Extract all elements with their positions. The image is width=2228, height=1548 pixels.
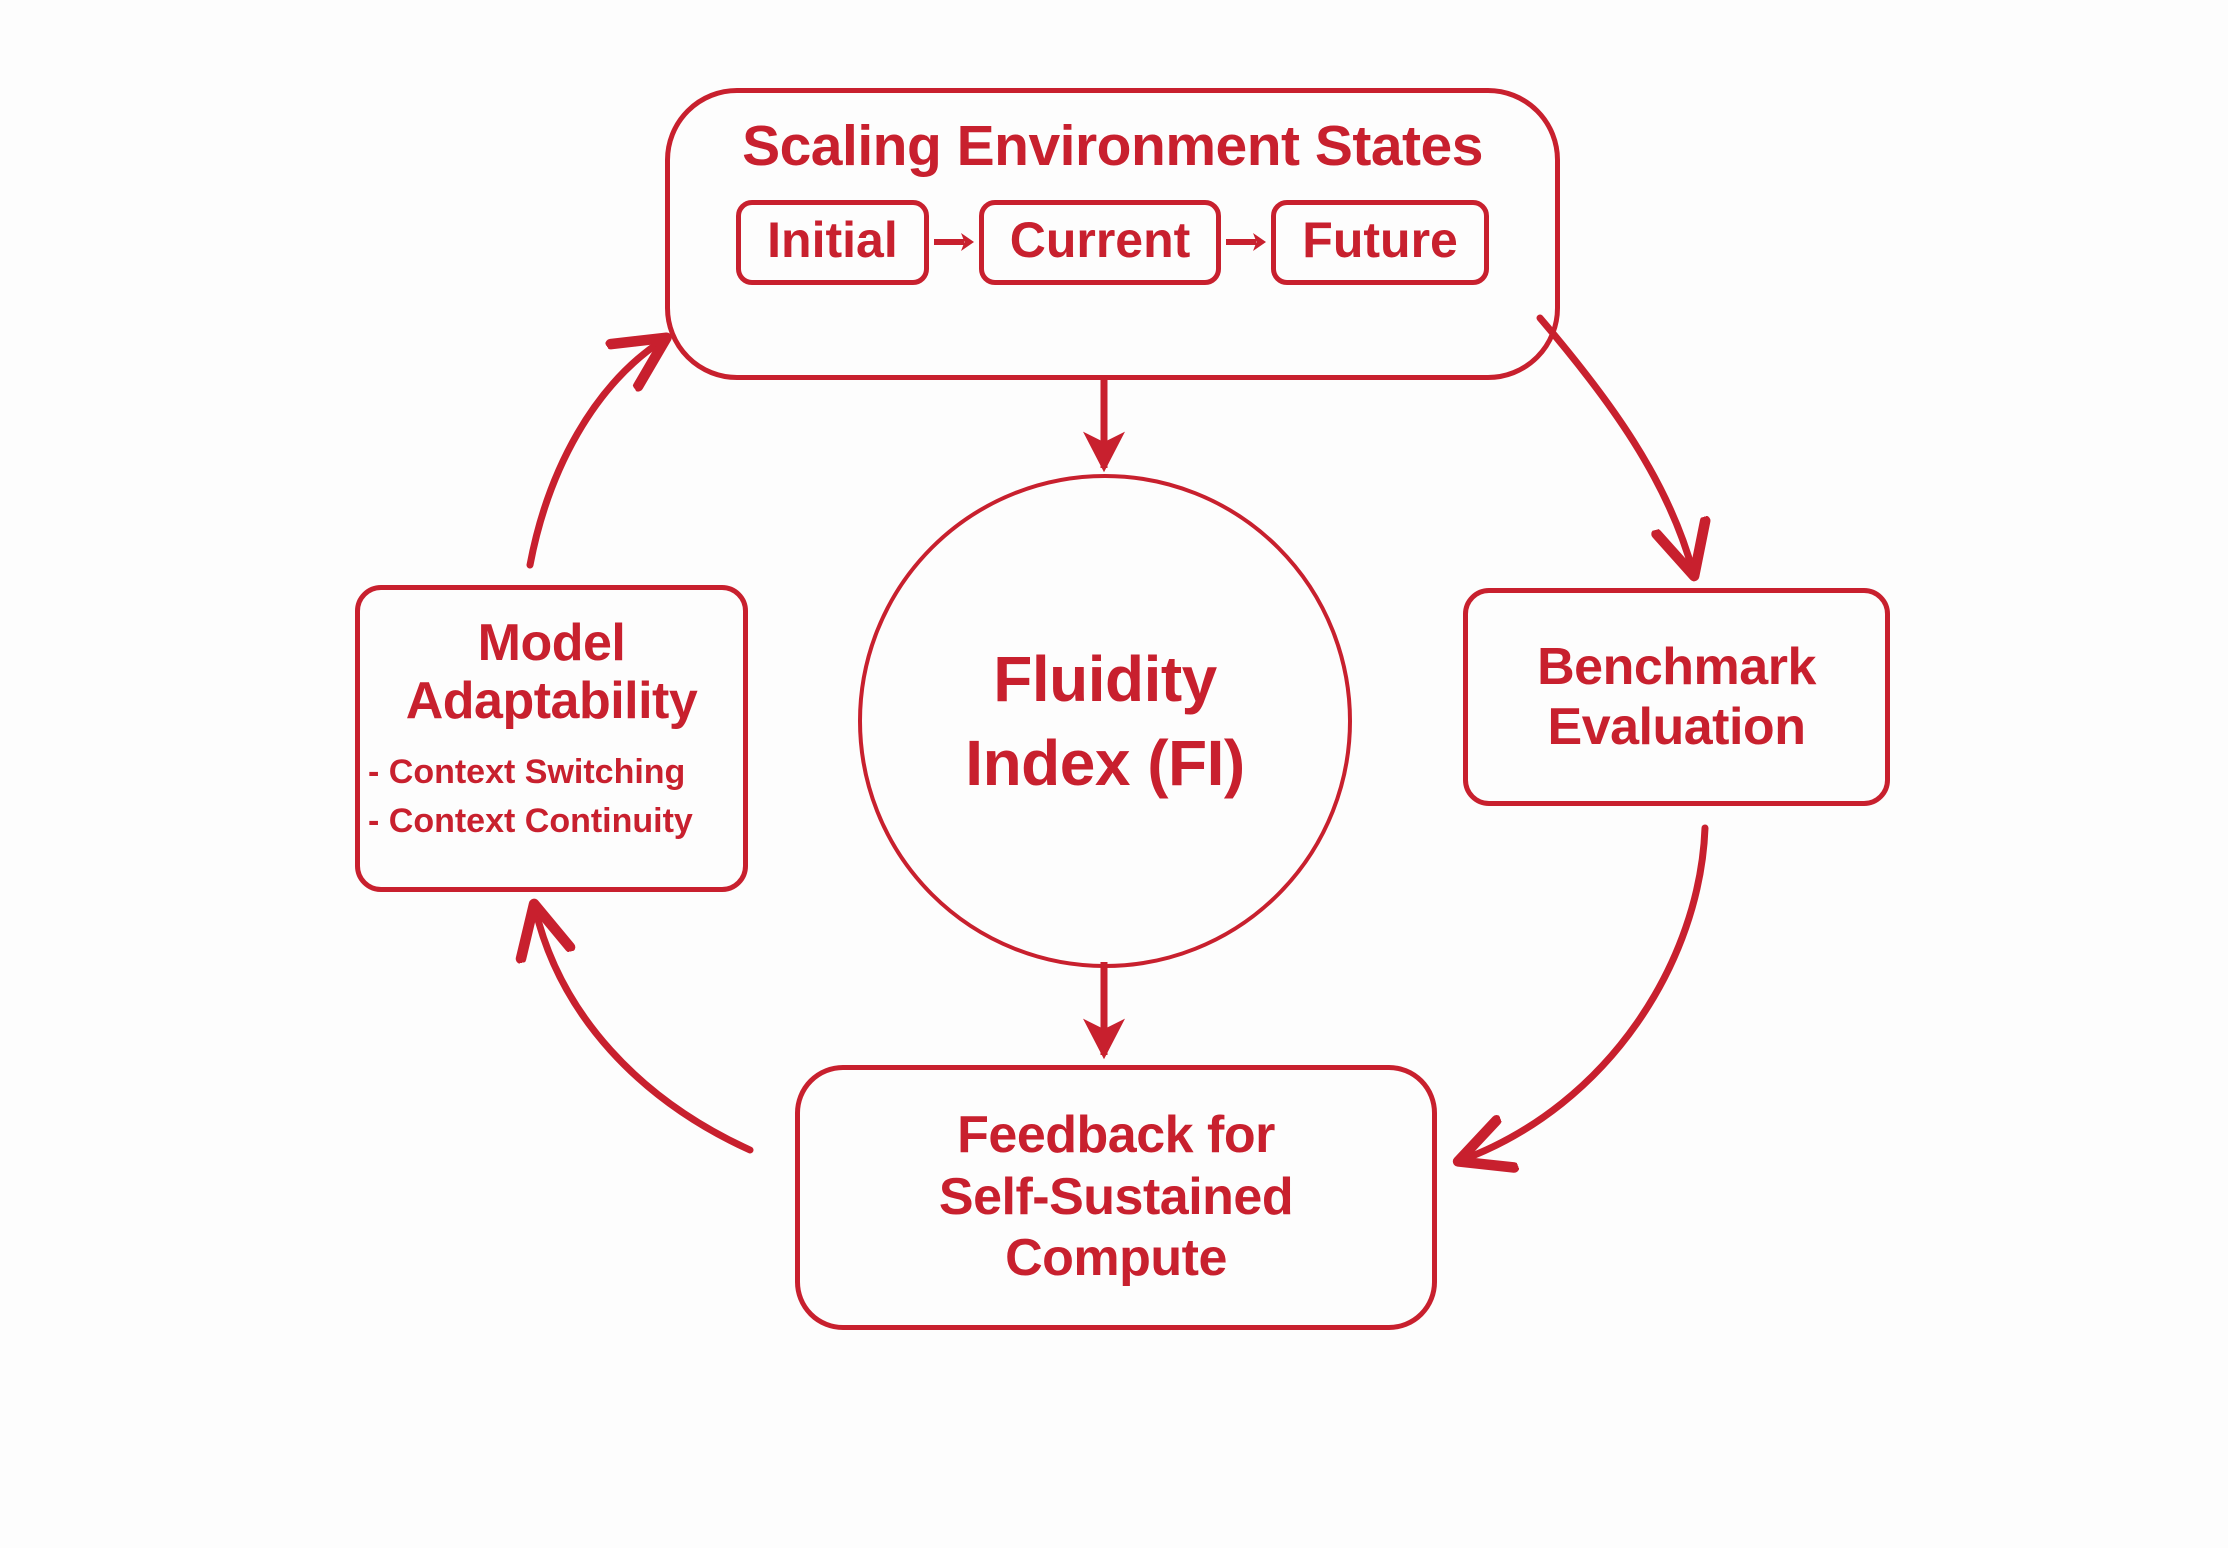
state-chip-future[interactable]: Future: [1271, 199, 1489, 285]
fluidity-index-line-1: Fluidity: [993, 642, 1217, 715]
state-chip-initial-label: Initial: [767, 211, 898, 268]
feedback-line-3: Compute: [1005, 1229, 1227, 1288]
scaling-environment-states-title: Scaling Environment States: [742, 114, 1483, 178]
model-adaptability-node[interactable]: Model Adaptability - Context Switching -…: [355, 585, 748, 892]
environment-state-chip-row: Initial Current Future: [736, 199, 1489, 285]
arrow-feedback-to-model-adaptability: [535, 908, 754, 1154]
benchmark-evaluation-line-1: Benchmark: [1537, 637, 1816, 696]
feedback-line-1: Feedback for: [957, 1105, 1275, 1164]
arrow-model-adaptability-to-scaling: [526, 340, 663, 569]
bullet-context-continuity: - Context Continuity: [368, 801, 693, 840]
arrow-scaling-to-benchmark: [1536, 314, 1693, 572]
state-chip-initial[interactable]: Initial: [736, 199, 929, 285]
feedback-line-2: Self-Sustained: [938, 1167, 1294, 1226]
state-chip-current-label: Current: [1009, 211, 1191, 268]
feedback-self-sustained-compute-node[interactable]: Feedback for Self-Sustained Compute: [795, 1065, 1437, 1330]
model-adaptability-title-line-2: Adaptability: [405, 672, 698, 731]
model-adaptability-bullet-list: - Context Switching - Context Continuity: [360, 748, 743, 845]
arrow-right-icon-current-to-future: [1226, 233, 1267, 252]
arrow-right-icon-initial-to-current: [933, 233, 974, 252]
state-chip-current[interactable]: Current: [978, 199, 1222, 285]
state-chip-future-label: Future: [1302, 211, 1458, 268]
bullet-context-switching: - Context Switching: [368, 753, 686, 792]
fluidity-index-node[interactable]: Fluidity Index (FI): [858, 474, 1352, 968]
model-adaptability-title-line-1: Model: [477, 614, 626, 672]
benchmark-evaluation-node[interactable]: Benchmark Evaluation: [1463, 588, 1890, 806]
fluidity-index-line-2: Index (FI): [965, 727, 1245, 799]
scaling-environment-states-node[interactable]: Scaling Environment States Initial Curre…: [665, 88, 1560, 380]
arrow-benchmark-to-feedback: [1462, 824, 1709, 1160]
benchmark-evaluation-line-2: Evaluation: [1547, 698, 1806, 756]
